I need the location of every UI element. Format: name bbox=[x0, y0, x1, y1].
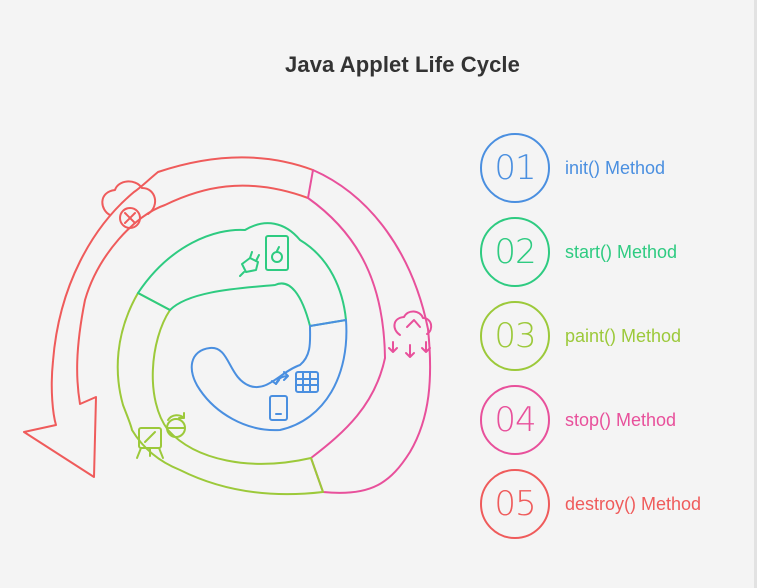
start-ring bbox=[137, 222, 347, 327]
destroy-ring bbox=[23, 156, 314, 478]
right-edge-divider bbox=[754, 0, 757, 588]
cloud-download-icon bbox=[388, 310, 433, 358]
paint-ring bbox=[116, 292, 324, 496]
page-title: Java Applet Life Cycle bbox=[285, 52, 520, 77]
init-core bbox=[190, 319, 348, 432]
cloud-error-icon bbox=[101, 180, 157, 229]
stop-ring bbox=[307, 169, 432, 494]
easel-paint-icon bbox=[136, 412, 186, 459]
mobile-spreadsheet-icon bbox=[269, 371, 319, 421]
cat-document-icon bbox=[239, 235, 289, 277]
